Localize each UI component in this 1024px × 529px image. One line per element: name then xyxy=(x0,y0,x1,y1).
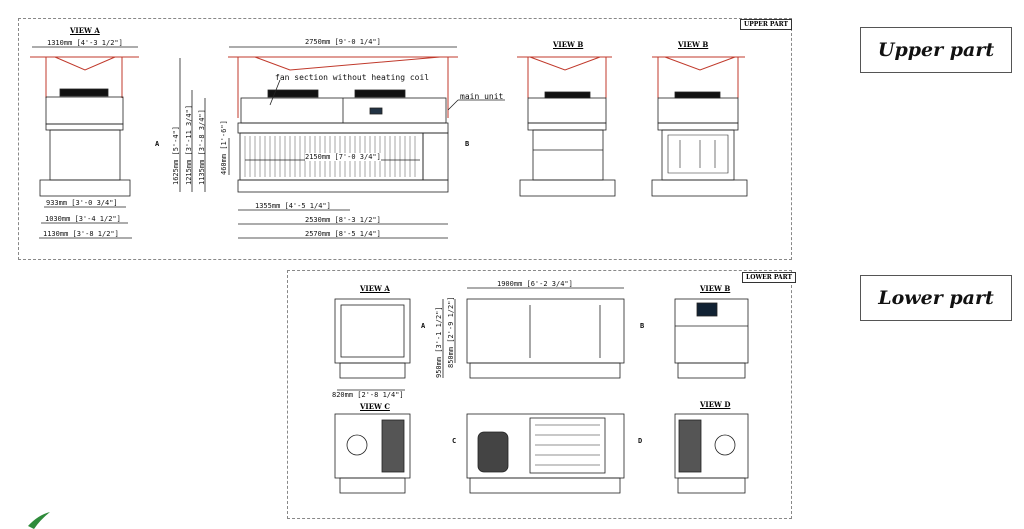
dim-upper-top: 2750mm [9'-0 1/4"] xyxy=(305,38,381,46)
lower-part-tag: LOWER PART xyxy=(742,272,796,283)
arrow-c-lower: C xyxy=(452,437,457,445)
upper-view-a-title: VIEW A xyxy=(70,26,100,35)
dim-upper-a-2: 1030mm [3'-4 1/2"] xyxy=(45,215,121,223)
dim-lower-a-width: 820mm [2'-8 1/4"] xyxy=(332,391,404,399)
dim-upper-h2: 1215mm [3'-11 3/4"] xyxy=(185,104,193,185)
arrow-d-lower: D xyxy=(638,437,643,445)
fan-section-label: fan section without heating coil xyxy=(275,73,430,82)
dim-upper-b3: 2570mm [8'-5 1/4"] xyxy=(305,230,381,238)
upper-view-b2-title: VIEW B xyxy=(678,40,709,49)
lower-view-d-title: VIEW D xyxy=(700,400,731,409)
lower-part-frame xyxy=(287,270,792,519)
dim-coil: 2150mm [7'-0 3/4"] xyxy=(305,153,381,161)
dim-lower-top: 1900mm [6'-2 3/4"] xyxy=(497,280,573,288)
arrow-a-lower: A xyxy=(421,322,426,330)
arrow-b-lower: B xyxy=(640,322,645,330)
dim-upper-a-top: 1310mm [4'-3 1/2"] xyxy=(47,39,123,47)
upper-part-tag: UPPER PART xyxy=(740,19,792,30)
dim-upper-b2: 2530mm [8'-3 1/2"] xyxy=(305,216,381,224)
lower-view-a-title: VIEW A xyxy=(360,284,390,293)
upper-part-frame xyxy=(18,18,792,260)
dim-upper-h4: 460mm [1'-6"] xyxy=(220,120,228,175)
lower-view-c-title: VIEW C xyxy=(360,402,390,411)
dim-upper-a-1: 933mm [3'-0 3/4"] xyxy=(46,199,118,207)
dim-upper-b1: 1355mm [4'-5 1/4"] xyxy=(255,202,331,210)
dim-lower-h2: 850mm [2'-9 1/2"] xyxy=(447,296,455,368)
upper-view-b1-title: VIEW B xyxy=(553,40,584,49)
main-unit-label: main unit xyxy=(460,92,504,101)
logo-swoosh-icon xyxy=(28,512,50,529)
dim-upper-h3: 1135mm [3'-8 3/4"] xyxy=(198,109,206,185)
arrow-a-upper: A xyxy=(155,140,160,148)
upper-part-label: Upper part xyxy=(860,27,1012,73)
dim-upper-a-3: 1130mm [3'-8 1/2"] xyxy=(43,230,119,238)
lower-part-label: Lower part xyxy=(860,275,1012,321)
dim-upper-h1: 1625mm [5'-4"] xyxy=(172,125,180,185)
dim-lower-h1: 950mm [3'-1 1/2"] xyxy=(435,306,443,378)
arrow-b-upper: B xyxy=(465,140,470,148)
lower-view-b-title: VIEW B xyxy=(700,284,731,293)
